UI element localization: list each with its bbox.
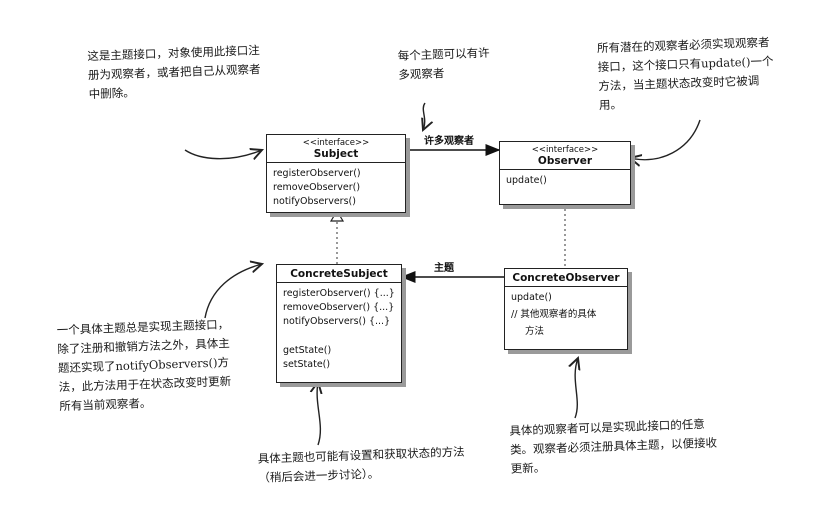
note-concrete-observer: 具体的观察者可以是实现此接口的任意类。观察者必须注册具体主题，以便接收更新。 [509,416,718,476]
concrete-observer-method: update() [511,292,552,303]
concrete-subject-method: removeObserver() {...} [283,302,395,313]
realization-subject-triangle [329,209,345,222]
subject-stereotype: <<interface>> [302,138,370,148]
note-observer-interface: 所有潜在的观察者必须实现观察者接口，这个接口只有update()一个方法，当主题… [596,35,774,113]
observer-name: Observer [537,155,593,167]
subject-method: registerObserver() [273,168,361,179]
concrete-observer-name: ConcreteObserver [512,272,620,284]
note-arrow-bottom-right [575,358,578,419]
observer-stereotype: <<interface>> [531,145,599,155]
concrete-subject-name: ConcreteSubject [290,268,388,280]
many-observers-label: 许多观察者 [424,136,474,147]
note-arrow-top-middle [423,102,425,130]
concrete-subject-method: notifyObservers() {...} [283,316,391,327]
note-arrow-top-left [184,150,262,159]
observer-interface-box: <<interface>> Observer update() [499,141,631,205]
note-many-observers: 每个主题可以有许多观察者 [397,45,490,82]
note-arrow-top-right [630,119,701,160]
subject-method: notifyObservers() [273,196,356,207]
subject-interface-box: <<interface>> Subject registerObserver()… [266,134,406,213]
concrete-observer-comment: 方法 [525,326,545,337]
note-arrow-bottom-middle [317,382,320,446]
concrete-observer-box: ConcreteObserver update() // 其他观察者的具体 方法 [504,268,628,350]
subject-method: removeObserver() [273,182,361,193]
concrete-subject-state-method: getState() [283,345,332,356]
observer-method: update() [506,175,547,186]
subject-relation-label: 主题 [434,263,454,274]
concrete-subject-state-method: setState() [283,359,331,370]
note-state-methods: 具体主题也可能有设置和获取状态的方法（稍后会进一步讨论）。 [257,444,465,485]
concrete-subject-method: registerObserver() {...} [283,288,395,299]
note-concrete-subject: 一个具体主题总是实现主题接口，除了注册和撤销方法之外，具体主题还实现了notif… [56,317,232,414]
concrete-observer-comment: // 其他观察者的具体 [511,309,597,320]
subject-name: Subject [313,148,359,160]
note-arrow-left [204,264,262,319]
note-subject-interface: 这是主题接口，对象使用此接口注册为观察者，或者把自己从观察者中删除。 [87,43,261,102]
concrete-subject-box: ConcreteSubject registerObserver() {...}… [276,264,402,383]
